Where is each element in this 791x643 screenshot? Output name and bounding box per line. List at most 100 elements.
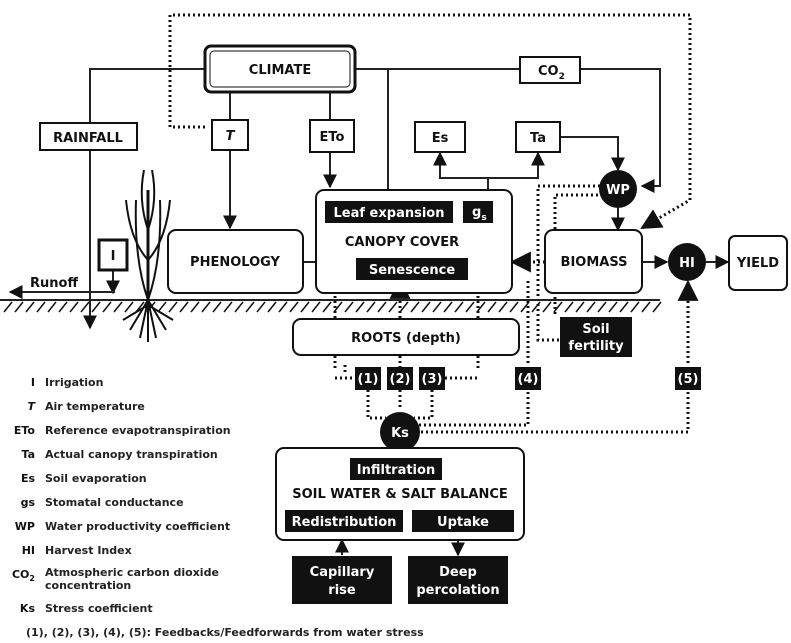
ground-hatch <box>289 301 299 313</box>
svg-text:Actual canopy transpiration: Actual canopy transpiration <box>45 448 218 461</box>
gs-label: gs <box>472 205 487 223</box>
ground-hatch <box>597 301 607 313</box>
ground-hatch <box>553 301 563 313</box>
ground-hatch <box>179 301 189 313</box>
legend-item: HI Harvest Index <box>22 544 132 557</box>
legend-item: I Irrigation <box>31 376 104 389</box>
svg-text:(3): (3) <box>422 372 443 387</box>
co2-box: CO2 <box>519 56 581 84</box>
infiltration-label: Infiltration <box>357 463 435 478</box>
biomass-label: BIOMASS <box>561 255 628 270</box>
soil-water-box: Infiltration SOIL WATER & SALT BALANCE R… <box>275 447 525 541</box>
ground-hatch <box>366 301 376 313</box>
climate-label: CLIMATE <box>249 63 311 78</box>
legend: I Irrigation T Air temperature ETo Refer… <box>12 376 424 639</box>
legend-item: T Air temperature <box>27 400 144 413</box>
co2-label: CO2 <box>538 64 565 82</box>
soil-fertility-box: Soil fertility <box>560 317 632 357</box>
ground-hatch <box>91 301 101 313</box>
t-label: T <box>226 129 236 144</box>
ground-hatch <box>564 301 574 313</box>
ground-hatch <box>212 301 222 313</box>
ground-hatch <box>432 301 442 313</box>
svg-text:Reference evapotranspiration: Reference evapotranspiration <box>45 424 231 437</box>
irrigation-label: I <box>111 249 116 264</box>
redistribution-label: Redistribution <box>292 515 397 530</box>
runoff-label: Runoff <box>30 276 78 291</box>
feedback-3: (3) <box>419 367 445 390</box>
wp-label: WP <box>606 183 630 198</box>
ground-hatch <box>58 301 68 313</box>
hi-node: HI <box>668 243 706 281</box>
climate-box: CLIMATE <box>203 44 357 94</box>
svg-text:T: T <box>27 400 36 413</box>
legend-item: Ta Actual canopy transpiration <box>21 448 217 461</box>
svg-text:percolation: percolation <box>416 583 499 598</box>
ground-hatch <box>542 301 552 313</box>
svg-text:Stress coefficient: Stress coefficient <box>45 602 153 615</box>
ground-hatch <box>333 301 343 313</box>
legend-item: ETo Reference evapotranspiration <box>14 424 231 437</box>
biomass-box: BIOMASS <box>544 229 643 294</box>
ground-hatch <box>641 301 651 313</box>
ground-hatch <box>619 301 629 313</box>
feedback-1: (1) <box>355 367 381 390</box>
senescence-label: Senescence <box>369 263 455 278</box>
ground-hatch <box>443 301 453 313</box>
es-box: Es <box>414 121 466 153</box>
svg-text:Harvest Index: Harvest Index <box>45 544 132 557</box>
legend-item: Es Soil evaporation <box>21 472 147 485</box>
uptake-label: Uptake <box>437 515 489 530</box>
ground-hatch <box>25 301 35 313</box>
ground-hatch <box>311 301 321 313</box>
ground-hatch <box>344 301 354 313</box>
ground-hatch <box>487 301 497 313</box>
feedback-footnote: (1), (2), (3), (4), (5): Feedbacks/Feedf… <box>26 626 424 639</box>
ground-hatch <box>69 301 79 313</box>
yield-label: YIELD <box>736 256 779 271</box>
svg-text:(2): (2) <box>390 372 411 387</box>
feedback-4: (4) <box>515 367 541 390</box>
ground-hatch <box>300 301 310 313</box>
roots-box: ROOTS (depth) <box>292 318 520 356</box>
ta-box: Ta <box>515 121 561 153</box>
ground-hatch <box>113 301 123 313</box>
ground-hatch <box>476 301 486 313</box>
plant-icon <box>122 169 174 342</box>
svg-text:(5): (5) <box>678 372 699 387</box>
svg-text:(1): (1) <box>358 372 379 387</box>
ground-hatch <box>377 301 387 313</box>
ground-hatch <box>531 301 541 313</box>
svg-text:Ta: Ta <box>21 448 35 461</box>
ground-hatch <box>509 301 519 313</box>
svg-text:rise: rise <box>328 583 356 598</box>
ground-hatch <box>355 301 365 313</box>
svg-text:gs: gs <box>21 496 36 509</box>
ground-hatch <box>234 301 244 313</box>
ground-hatch <box>102 301 112 313</box>
ground-line <box>0 299 662 313</box>
svg-text:Soil evaporation: Soil evaporation <box>45 472 147 485</box>
ground-hatch <box>421 301 431 313</box>
canopy-cover-box: Leaf expansion gs CANOPY COVER Senescenc… <box>315 189 513 294</box>
legend-item: CO2 Atmospheric carbon dioxide concentra… <box>12 566 219 592</box>
ground-hatch <box>586 301 596 313</box>
svg-text:Water productivity coefficient: Water productivity coefficient <box>45 520 230 533</box>
feedback-5: (5) <box>675 367 701 390</box>
hi-label: HI <box>679 256 695 271</box>
ground-hatch <box>399 301 409 313</box>
ks-node: Ks <box>380 412 420 452</box>
svg-text:Es: Es <box>21 472 36 485</box>
eto-label: ETo <box>320 130 345 145</box>
ground-hatch <box>47 301 57 313</box>
ground-hatch <box>157 301 167 313</box>
ground-hatch <box>245 301 255 313</box>
ground-hatch <box>190 301 200 313</box>
roots-label: ROOTS (depth) <box>351 331 461 346</box>
ks-label: Ks <box>391 426 409 441</box>
ground-hatch <box>410 301 420 313</box>
svg-text:Capillary: Capillary <box>310 565 375 580</box>
ground-hatch <box>454 301 464 313</box>
rainfall-box: RAINFALL <box>39 122 138 151</box>
ground-hatch <box>608 301 618 313</box>
